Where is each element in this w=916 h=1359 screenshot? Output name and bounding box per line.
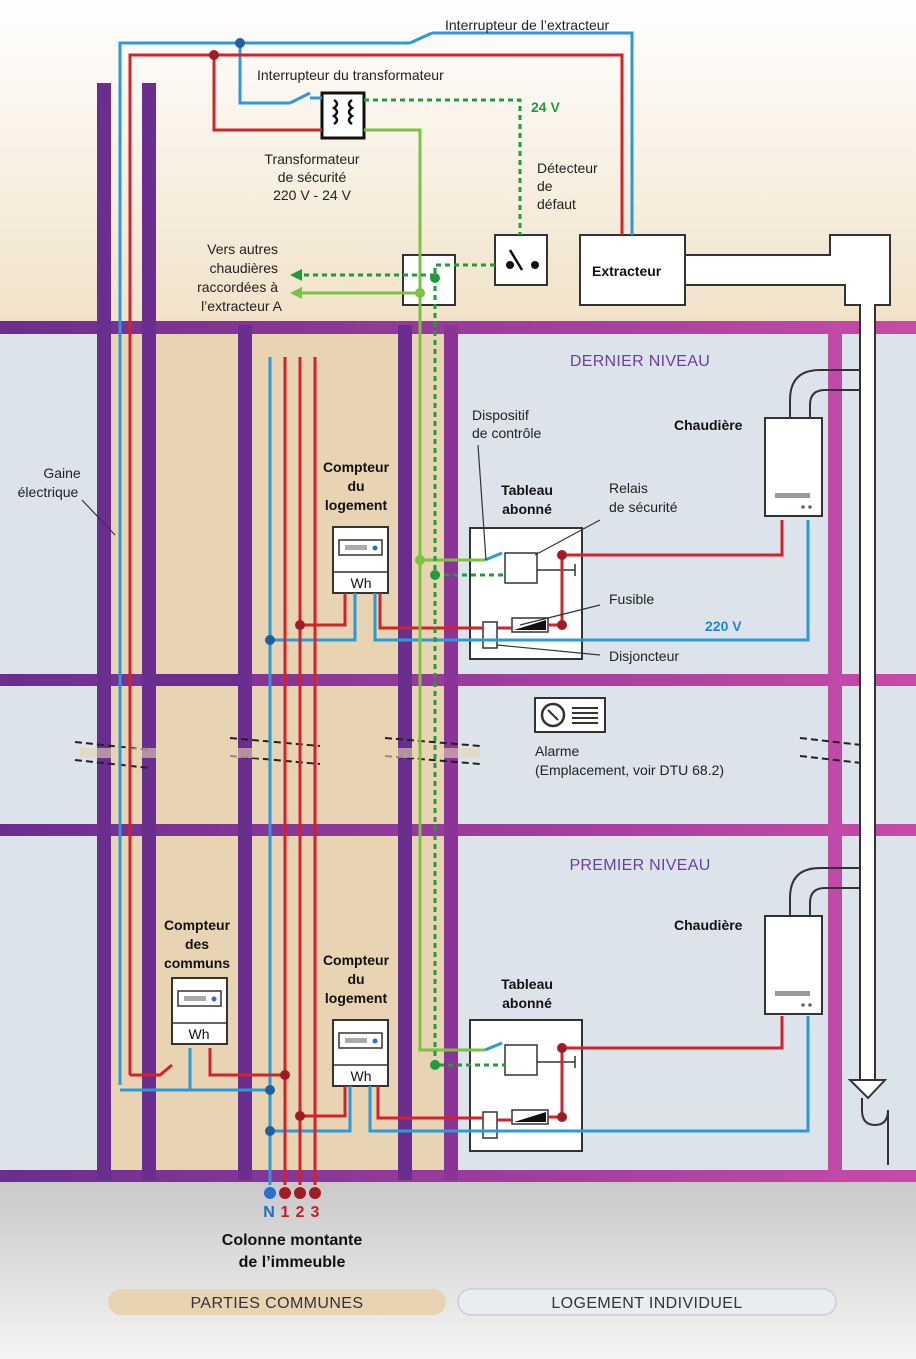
label-detecteur-2: de <box>537 178 553 194</box>
label-pointers <box>81 444 601 656</box>
label-detecteur-3: défaut <box>537 196 576 212</box>
label-disjoncteur: Disjoncteur <box>609 648 679 664</box>
low-voltage-dashed-wires <box>300 98 522 1067</box>
ground-zone <box>0 1180 916 1359</box>
live-wires <box>128 53 784 1185</box>
label-tableau-top-2: abonné <box>502 501 552 517</box>
label-wh-bottom: Wh <box>351 1068 372 1084</box>
label-phase-2: 2 <box>296 1204 305 1221</box>
relay-contacts <box>537 564 576 1068</box>
switch-icons <box>289 31 503 1052</box>
label-vers-2: chaudières <box>210 260 279 276</box>
label-compteur-bottom-1: Compteur <box>323 952 390 968</box>
dwelling-wall-right <box>828 325 842 1180</box>
electric-duct-wall-left <box>97 83 111 1180</box>
flue-fill <box>861 306 874 1079</box>
safety-relay-bottom <box>504 1044 538 1076</box>
detector-box <box>494 234 548 286</box>
label-relais-2: de sécurité <box>609 499 678 515</box>
fuse-bottom <box>511 1109 549 1125</box>
label-dispositif-1: Dispositif <box>472 407 529 423</box>
label-tableau-bottom-1: Tableau <box>501 976 553 992</box>
label-chaudiere-top: Chaudière <box>674 417 743 433</box>
junction-dots <box>209 38 567 1199</box>
label-vers-3: raccordées à <box>197 279 278 295</box>
wire-arrows <box>290 269 302 299</box>
label-vers-4: l’extracteur A <box>201 298 283 314</box>
detector-switch <box>508 249 524 271</box>
label-premier-niveau: PREMIER NIVEAU <box>569 857 710 874</box>
alarm-icon <box>534 697 606 733</box>
low-voltage-wires <box>300 128 485 1052</box>
label-colonne-2: de l’immeuble <box>239 1254 346 1271</box>
label-parties-communes: PARTIES COMMUNES <box>191 1295 364 1312</box>
label-communs-3: communs <box>164 955 230 971</box>
label-220v: 220 V <box>705 618 742 634</box>
breaker-bottom <box>482 1111 498 1139</box>
label-alarme-2: (Emplacement, voir DTU 68.2) <box>535 762 724 778</box>
label-dispositif-2: de contrôle <box>472 425 541 441</box>
label-alarme-1: Alarme <box>535 743 580 759</box>
label-fusible: Fusible <box>609 591 654 607</box>
label-extracteur: Extracteur <box>592 263 662 279</box>
label-gaine-1: Gaine <box>43 465 81 481</box>
label-compteur-top-1: Compteur <box>323 459 390 475</box>
boiler-flue-connections <box>789 369 860 918</box>
meter-commons <box>171 977 228 1045</box>
label-relais-1: Relais <box>609 480 648 496</box>
label-chaudiere-bottom: Chaudière <box>674 917 743 933</box>
label-logement-individuel: LOGEMENT INDIVIDUEL <box>551 1295 742 1312</box>
label-phase-3: 3 <box>311 1204 320 1221</box>
breaker-top <box>482 621 498 649</box>
label-compteur-top-2: du <box>347 478 364 494</box>
junction-box <box>402 254 456 306</box>
label-communs-2: des <box>185 936 209 952</box>
label-wh-commons: Wh <box>189 1026 210 1042</box>
label-colonne-1: Colonne montante <box>222 1232 363 1249</box>
label-vers-1: Vers autres <box>207 241 278 257</box>
label-transformateur-3: 220 V - 24 V <box>273 187 351 203</box>
label-transformateur-1: Transformateur <box>264 151 360 167</box>
mid-beam <box>156 674 238 686</box>
boiler-top <box>764 417 823 517</box>
neutral-wires <box>118 31 810 1185</box>
transformer <box>320 91 366 140</box>
label-detecteur-1: Détecteur <box>537 160 598 176</box>
label-communs-1: Compteur <box>164 917 231 933</box>
label-interrupteur-transformateur: Interrupteur du transformateur <box>257 67 444 83</box>
break-gap <box>80 748 480 758</box>
boiler-bottom <box>764 915 823 1015</box>
label-tableau-top-1: Tableau <box>501 482 553 498</box>
label-wh-top: Wh <box>351 575 372 591</box>
fuse-top <box>511 617 549 633</box>
label-phase-n: N <box>263 1204 275 1221</box>
label-24v: 24 V <box>531 99 560 115</box>
label-compteur-bottom-3: logement <box>325 990 388 1006</box>
meter-dwelling-bottom <box>332 1019 389 1087</box>
break-marks <box>74 737 871 769</box>
meter-dwelling-top <box>332 526 389 594</box>
label-compteur-bottom-2: du <box>347 971 364 987</box>
parties-communes-pill <box>108 1289 446 1315</box>
label-dernier-niveau: DERNIER NIVEAU <box>570 353 710 370</box>
label-phase-1: 1 <box>281 1204 290 1221</box>
label-transformateur-2: de sécurité <box>278 169 347 185</box>
label-tableau-bottom-2: abonné <box>502 995 552 1011</box>
safety-relay-top <box>504 552 538 584</box>
label-gaine-2: électrique <box>18 484 79 500</box>
label-interrupteur-extracteur: Interrupteur de l’extracteur <box>445 17 610 33</box>
label-compteur-top-3: logement <box>325 497 388 513</box>
electric-duct-wall-right <box>142 83 156 1180</box>
logement-individuel-pill <box>457 1288 837 1316</box>
